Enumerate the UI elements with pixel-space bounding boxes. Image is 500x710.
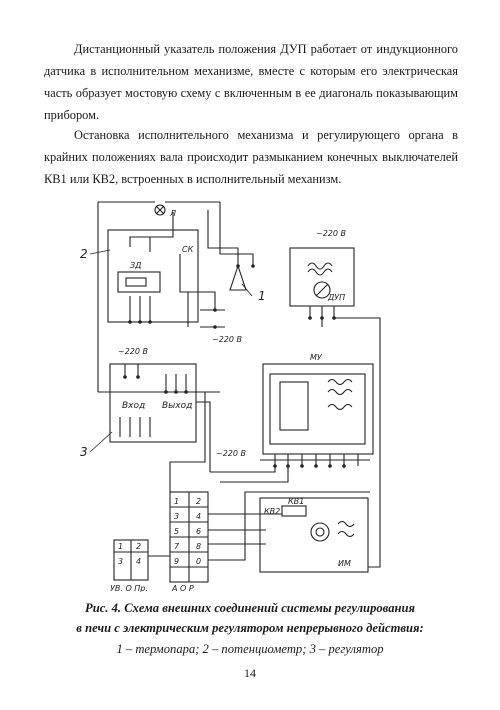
switch-terminal-2: 2 [136, 542, 141, 551]
label-v220-pot: ~220 В [212, 335, 242, 344]
regulator-box [109, 363, 197, 443]
terminal-9: 9 [174, 557, 179, 566]
terminal-8: 8 [196, 542, 201, 551]
terminal-6: 6 [196, 527, 201, 536]
terminal-2: 2 [196, 497, 201, 506]
page-number: 14 [244, 666, 256, 680]
paragraph-2: Остановка исполнительного механизма и ре… [44, 128, 458, 186]
label-dup: ДУП [327, 293, 345, 302]
label-v220-dup: ~220 В [316, 229, 346, 238]
terminal-3: 3 [174, 512, 179, 521]
label-vhod: Вход [122, 401, 145, 411]
label-im: ИМ [338, 559, 351, 568]
terminal-5: 5 [174, 527, 179, 536]
label-kv2: КВ2 [264, 507, 280, 516]
label-lamp: Л [169, 209, 176, 218]
callout-1: 1 [258, 289, 266, 303]
lamp-icon [154, 204, 166, 216]
label-uv: УВ. О Пр. [110, 584, 148, 592]
mu-box [262, 363, 374, 455]
terminal-4: 4 [196, 512, 201, 521]
caption-line-1: Рис. 4. Схема внешних соединений системы… [85, 601, 415, 615]
terminal-1: 1 [174, 497, 179, 506]
label-v220-mu: ~220 В [216, 449, 246, 458]
label-kv1: КВ1 [288, 497, 304, 506]
label-vyhod: Выход [162, 401, 192, 411]
switch-terminal-3: 3 [118, 557, 123, 566]
label-sk: СК [182, 245, 194, 254]
terminal-7: 7 [174, 542, 180, 551]
im-box [259, 497, 369, 573]
switch-terminal-1: 1 [118, 542, 123, 551]
potentiometer-box [107, 229, 199, 323]
caption-line-3: 1 – термопара; 2 – потенциометр; 3 – рег… [116, 642, 384, 656]
label-mu: МУ [310, 353, 323, 362]
label-zd: ЗД [130, 261, 141, 270]
callout-3: 3 [80, 445, 88, 459]
paragraph-1: Дистанционный указатель положения ДУП ра… [44, 42, 458, 122]
label-aor: А О Р [171, 584, 194, 592]
callout-2: 2 [80, 247, 88, 261]
wiring-diagram: Л СК ЗД ~220 В ДУП ~220 В ~220 В МУ Вход… [80, 201, 381, 592]
label-v220-reg: ~220 В [118, 347, 148, 356]
terminal-0: 0 [196, 557, 201, 566]
switch-terminal-4: 4 [136, 557, 141, 566]
caption-line-2: в печи с электрическим регулятором непре… [76, 621, 424, 635]
